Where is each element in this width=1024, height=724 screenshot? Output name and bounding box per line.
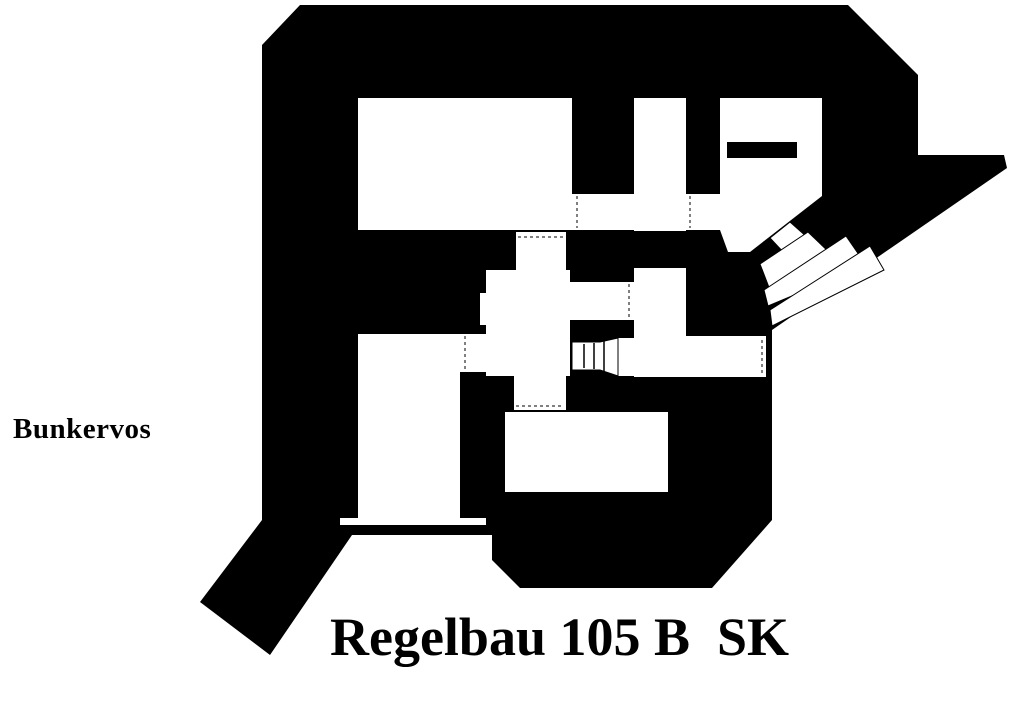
author-signature: Bunkervos	[13, 413, 152, 445]
passage-central-right	[570, 282, 634, 320]
main-bunker-body	[200, 5, 1007, 655]
wall-notch-top-right	[727, 142, 797, 158]
room-narrow-top-center	[634, 98, 686, 231]
step-4	[769, 245, 885, 327]
concrete-walls	[200, 5, 1007, 655]
embrasure-funnel	[571, 337, 619, 377]
passage-vertical-upper	[516, 232, 566, 270]
passage-top-right	[686, 194, 724, 230]
room-left-tall	[358, 334, 460, 520]
passage-embrasure-left	[618, 338, 636, 376]
rooms	[340, 98, 822, 525]
stub-central-left	[480, 293, 488, 325]
room-top-right	[720, 98, 822, 252]
passage-central-left	[460, 334, 488, 372]
room-central	[486, 270, 570, 376]
embrasure-opening	[571, 337, 619, 377]
door-markings	[464, 196, 763, 407]
passage-vertical-lower	[514, 376, 566, 410]
room-large-top-left	[358, 98, 572, 230]
room-lower-center	[505, 412, 668, 492]
passage-top-left	[572, 194, 634, 230]
diagram-title: Regelbau 105 B SK	[330, 607, 790, 667]
stepped-loophole	[759, 221, 885, 327]
room-l-shaped	[634, 268, 766, 377]
entrance-threshold	[340, 518, 486, 525]
